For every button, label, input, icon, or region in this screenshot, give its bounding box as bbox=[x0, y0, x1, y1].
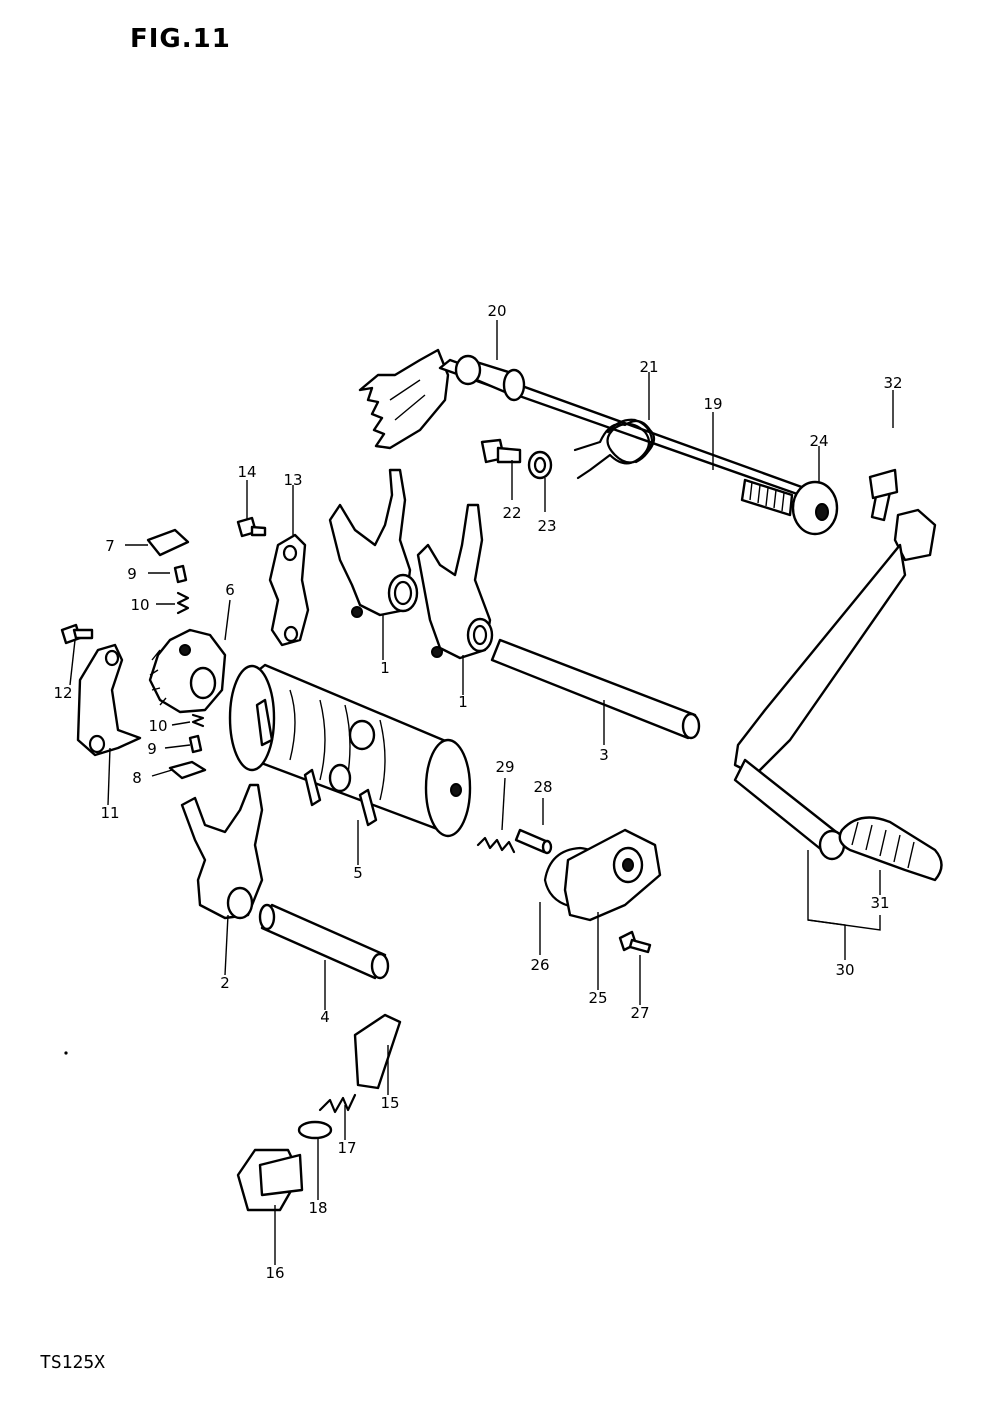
callout-28: 28 bbox=[533, 778, 552, 796]
callout-29: 29 bbox=[495, 758, 514, 776]
leader-lines bbox=[69, 320, 894, 1265]
callout-27: 27 bbox=[630, 1004, 649, 1022]
model-code: TS125X bbox=[40, 1352, 106, 1373]
callout-26: 26 bbox=[530, 956, 549, 974]
callout-30: 30 bbox=[835, 961, 854, 979]
shift-drum bbox=[228, 663, 472, 838]
callout-32: 32 bbox=[883, 374, 902, 392]
gearshift-fork-2 bbox=[180, 783, 264, 920]
callout-6: 6 bbox=[225, 581, 235, 599]
callout-19: 19 bbox=[703, 395, 722, 413]
callout-3: 3 bbox=[599, 746, 609, 764]
callout-numbers: 1 1 2 3 4 5 6 7 8 9 9 10 10 11 12 13 14 … bbox=[53, 302, 902, 1282]
callout-5: 5 bbox=[353, 864, 363, 882]
callout-9b: 9 bbox=[147, 740, 157, 758]
fork-shaft-4 bbox=[258, 903, 390, 980]
cam-pin-spring-parts bbox=[476, 828, 553, 855]
fork-shaft-3 bbox=[490, 638, 701, 740]
callout-1a: 1 bbox=[380, 659, 390, 677]
callout-11: 11 bbox=[100, 804, 119, 822]
callout-22: 22 bbox=[502, 504, 521, 522]
cam-guide-plate bbox=[236, 516, 310, 647]
drum-cover bbox=[543, 828, 662, 954]
callout-20: 20 bbox=[487, 302, 506, 320]
callout-31: 31 bbox=[870, 894, 889, 912]
callout-8: 8 bbox=[132, 769, 142, 787]
callout-23: 23 bbox=[537, 517, 556, 535]
callout-17: 17 bbox=[337, 1139, 356, 1157]
callout-24: 24 bbox=[809, 432, 828, 450]
callout-2: 2 bbox=[220, 974, 230, 992]
callout-9a: 9 bbox=[127, 565, 137, 583]
callout-14: 14 bbox=[237, 463, 256, 481]
callout-10b: 10 bbox=[148, 717, 167, 735]
callout-1b: 1 bbox=[458, 693, 468, 711]
callout-4: 4 bbox=[320, 1008, 330, 1026]
callout-18: 18 bbox=[308, 1199, 327, 1217]
gearshift-lever bbox=[733, 468, 943, 882]
stray-dot bbox=[64, 1051, 68, 1055]
callout-15: 15 bbox=[380, 1094, 399, 1112]
gearshift-shaft-assembly bbox=[358, 348, 839, 536]
gearshift-forks bbox=[328, 468, 494, 660]
callout-21: 21 bbox=[639, 358, 658, 376]
callout-25: 25 bbox=[588, 989, 607, 1007]
cam-stopper-plate bbox=[60, 623, 142, 757]
figure-title: FIG.11 bbox=[130, 24, 231, 54]
callout-13: 13 bbox=[283, 471, 302, 489]
callout-12: 12 bbox=[53, 684, 72, 702]
callout-7: 7 bbox=[105, 537, 115, 555]
callout-10a: 10 bbox=[130, 596, 149, 614]
cam-driven-gear bbox=[148, 628, 227, 714]
neutral-stopper-parts bbox=[236, 1013, 402, 1212]
callout-16: 16 bbox=[265, 1264, 284, 1282]
cam-stopper-small-parts bbox=[146, 528, 207, 780]
